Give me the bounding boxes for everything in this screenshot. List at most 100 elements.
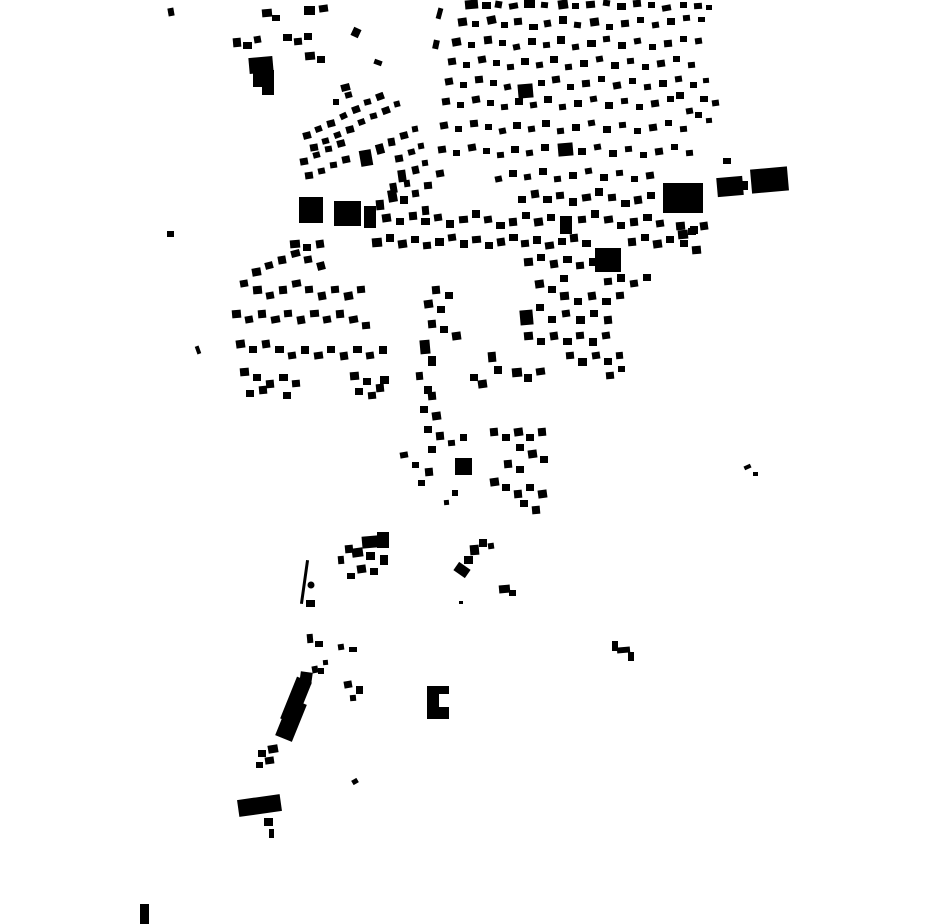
building-footprint — [366, 552, 375, 560]
building-footprint — [272, 15, 280, 21]
building-footprint — [574, 100, 582, 107]
building-footprint — [487, 542, 495, 550]
building-footprint — [503, 459, 513, 469]
building-footprint — [567, 84, 574, 90]
building-footprint — [381, 105, 391, 116]
building-footprint — [589, 338, 597, 346]
building-footprint-dot — [307, 581, 315, 589]
building-footprint — [503, 83, 512, 91]
building-footprint — [367, 391, 377, 400]
building-footprint — [304, 6, 315, 15]
building-footprint — [633, 37, 642, 45]
building-footprint — [573, 21, 582, 29]
building-footprint — [317, 167, 326, 175]
building-footprint — [519, 309, 534, 326]
building-footprint — [356, 285, 366, 294]
building-footprint — [582, 240, 591, 247]
building-footprint — [464, 0, 479, 10]
building-footprint — [577, 215, 587, 224]
building-footprint — [339, 111, 348, 121]
building-footprint — [575, 261, 585, 270]
building-footprint — [349, 371, 360, 381]
building-footprint — [265, 291, 275, 300]
building-footprint — [543, 196, 552, 203]
building-footprint — [603, 277, 613, 286]
building-footprint — [498, 127, 507, 135]
building-footprint — [471, 235, 482, 244]
building-footprint — [607, 193, 617, 202]
building-footprint — [587, 40, 596, 47]
building-footprint — [312, 151, 321, 159]
building-footprint — [455, 126, 462, 132]
building-footprint — [581, 79, 591, 88]
building-footprint — [569, 172, 577, 179]
building-footprint — [327, 346, 335, 353]
building-footprint — [460, 240, 468, 248]
building-footprint — [431, 285, 441, 295]
building-footprint — [363, 98, 372, 106]
building-footprint — [460, 82, 467, 88]
building-footprint — [528, 38, 536, 45]
building-footprint — [433, 213, 443, 222]
building-footprint — [355, 388, 363, 395]
building-footprint — [380, 376, 389, 384]
building-footprint — [487, 351, 497, 363]
building-footprint — [680, 240, 688, 247]
building-footprint — [641, 234, 649, 241]
building-footprint — [589, 258, 597, 266]
building-footprint — [299, 197, 323, 223]
building-footprint — [640, 152, 647, 158]
building-footprint — [275, 346, 284, 353]
building-footprint — [291, 379, 301, 388]
building-footprint — [283, 309, 293, 318]
building-footprint — [381, 213, 392, 223]
building-footprint — [482, 2, 491, 9]
building-footprint — [603, 215, 614, 224]
building-footprint — [412, 462, 419, 468]
building-footprint — [564, 63, 573, 71]
building-footprint — [615, 351, 624, 360]
building-footprint — [386, 234, 394, 242]
building-footprint — [265, 379, 275, 389]
building-footprint — [375, 91, 385, 102]
building-footprint — [624, 145, 633, 153]
building-footprint — [428, 356, 436, 366]
building-footprint — [483, 148, 490, 154]
building-footprint — [544, 241, 555, 250]
building-footprint — [690, 82, 697, 88]
building-footprint — [369, 112, 378, 120]
building-footprint — [423, 181, 433, 190]
building-footprint — [574, 298, 582, 305]
building-footprint — [424, 467, 434, 477]
building-footprint — [375, 199, 385, 211]
building-footprint — [364, 206, 376, 228]
building-footprint — [501, 22, 508, 28]
building-footprint — [411, 189, 420, 198]
building-footprint — [435, 7, 444, 20]
building-footprint — [373, 58, 383, 67]
building-footprint — [629, 78, 636, 84]
building-footprint — [559, 16, 567, 24]
building-footprint — [569, 233, 579, 243]
building-footprint — [742, 181, 748, 190]
building-footprint — [407, 148, 416, 156]
building-footprint — [477, 379, 488, 389]
building-footprint — [248, 55, 274, 75]
building-footprint — [690, 226, 698, 234]
building-footprint — [587, 291, 597, 301]
building-footprint — [629, 279, 639, 288]
building-footprint — [371, 237, 383, 248]
building-footprint — [483, 215, 493, 224]
building-footprint — [571, 43, 580, 51]
building-footprint — [496, 222, 505, 229]
building-footprint — [527, 449, 538, 459]
building-footprint — [538, 80, 545, 86]
building-footprint — [569, 198, 577, 206]
building-footprint — [645, 171, 655, 180]
building-footprint — [496, 237, 506, 247]
building-footprint — [511, 146, 519, 153]
building-footprint — [420, 406, 428, 413]
building-footprint — [333, 130, 342, 140]
building-footprint — [587, 119, 596, 127]
building-footprint — [602, 0, 611, 7]
